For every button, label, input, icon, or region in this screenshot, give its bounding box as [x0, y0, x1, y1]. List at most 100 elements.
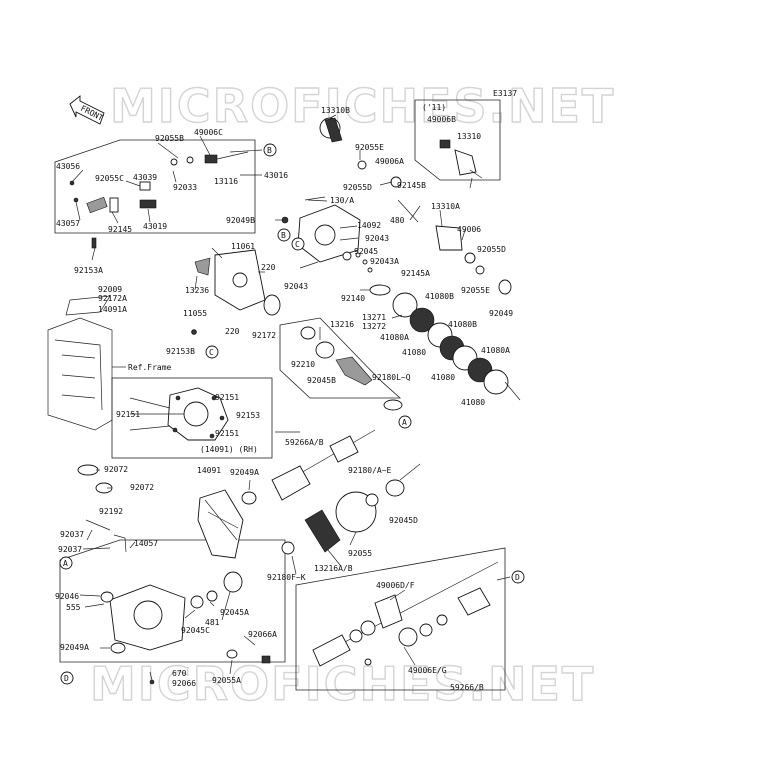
inset-caption: (14091) (RH)	[200, 445, 258, 454]
part-label: 92045	[354, 247, 378, 256]
part-label: 92210	[291, 360, 315, 369]
part-label: 481	[205, 618, 220, 627]
year-note: ('11)	[422, 103, 446, 112]
part-label: 92046	[55, 592, 79, 601]
svg-text:D: D	[515, 573, 520, 582]
svg-text:B: B	[267, 146, 272, 155]
box-diff-housing	[59, 539, 286, 663]
part-label: 14091A	[98, 305, 127, 314]
part-label: 92055E	[461, 286, 490, 295]
part-label: 92180/A~E	[348, 466, 392, 475]
part-label: 41080A	[481, 346, 510, 355]
box-top-left-assembly	[54, 139, 256, 234]
part-label: 14091	[197, 466, 221, 475]
part-label: 92055	[348, 549, 372, 558]
part-label: 92151	[215, 429, 239, 438]
part-label: 92049B	[226, 216, 255, 225]
part-label: 49006D/F	[376, 581, 415, 590]
part-label: 92055B	[155, 134, 184, 143]
part-label: 49006A	[375, 157, 404, 166]
box-pinion-set	[279, 317, 402, 399]
part-label: 92045D	[389, 516, 418, 525]
part-label: 92140	[341, 294, 365, 303]
part-label: 92192	[99, 507, 123, 516]
callout-a-1: A	[398, 415, 412, 429]
part-label: 92055D	[477, 245, 506, 254]
part-label: 220	[225, 327, 240, 336]
part-label: 43039	[133, 173, 157, 182]
part-label: 41080	[461, 398, 485, 407]
ring-housing	[197, 489, 244, 559]
part-label: 92072	[130, 483, 154, 492]
part-label: 92043	[284, 282, 308, 291]
year-box-parts	[439, 139, 483, 179]
part-label: 92151	[116, 410, 140, 419]
leader-lines	[71, 114, 511, 681]
part-label: 92145B	[397, 181, 426, 190]
part-label: 11061	[231, 242, 255, 251]
diff-housing	[100, 571, 271, 685]
part-label: 43056	[56, 162, 80, 171]
part-label: 92153	[236, 411, 260, 420]
part-label: 11055	[183, 309, 207, 318]
callout-b-1: B	[263, 143, 277, 157]
ref-frame-label: Ref.Frame	[128, 363, 172, 372]
callout-d-2: D	[60, 671, 74, 685]
front-arrow-icon: FRONT	[69, 95, 105, 125]
part-label: 13271	[362, 313, 386, 322]
part-label: 92055A	[212, 676, 241, 685]
part-label: 49006	[457, 225, 481, 234]
callout-c-1: C	[291, 237, 305, 251]
callout-c-2: C	[205, 345, 219, 359]
part-label: 43019	[143, 222, 167, 231]
callout-b-2: B	[277, 228, 291, 242]
part-label: 92055D	[343, 183, 372, 192]
clutch-parts	[369, 225, 521, 401]
part-label: 13310B	[321, 106, 350, 115]
part-label: 220	[261, 263, 276, 272]
svg-text:C: C	[295, 240, 300, 249]
callout-a-2: A	[59, 556, 73, 570]
part-label: 41080	[402, 348, 426, 357]
part-label: 92043A	[370, 257, 399, 266]
part-label: 13236	[185, 286, 209, 295]
watermark-bottom: MICROFICHES.NET	[90, 657, 595, 711]
part-label: 41080B	[448, 320, 477, 329]
part-label: 92151	[215, 393, 239, 402]
part-label: 555	[66, 603, 81, 612]
box-drive-shaft	[295, 547, 506, 691]
part-label: 92172	[252, 331, 276, 340]
inset-rh-housing	[167, 387, 229, 441]
part-label: 92172A	[98, 294, 127, 303]
part-label: 43016	[264, 171, 288, 180]
top-center-parts	[191, 117, 419, 335]
part-label: 41080A	[380, 333, 409, 342]
part-label: 13216	[330, 320, 354, 329]
part-label: 13310	[457, 132, 481, 141]
part-label: 92037	[58, 545, 82, 554]
part-label: 92045A	[220, 608, 249, 617]
frame-sketch	[47, 295, 113, 431]
part-label: 92045C	[181, 626, 210, 635]
part-label: 92145	[108, 225, 132, 234]
top-left-parts	[69, 151, 249, 249]
watermark-top: MICROFICHES.NET	[110, 79, 615, 133]
part-label: 92066A	[248, 630, 277, 639]
part-label: 59266/B	[450, 683, 484, 692]
svg-text:A: A	[63, 559, 68, 568]
part-label: 670	[172, 669, 187, 678]
part-label: 13216A/B	[314, 564, 353, 573]
part-label: 92072	[104, 465, 128, 474]
part-label: 41080	[431, 373, 455, 382]
part-label: 92009	[98, 285, 122, 294]
diagram-code: E3137	[493, 89, 517, 98]
part-label: 49006E/G	[408, 666, 447, 675]
box-2011-note	[414, 99, 501, 181]
part-label: 92055E	[355, 143, 384, 152]
svg-text:B: B	[281, 231, 286, 240]
drive-shaft-bottom	[312, 561, 499, 667]
part-number-labels: 13310B 92055B 49006C 43056 92055C 43039 …	[55, 106, 513, 692]
part-label: 92153B	[166, 347, 195, 356]
